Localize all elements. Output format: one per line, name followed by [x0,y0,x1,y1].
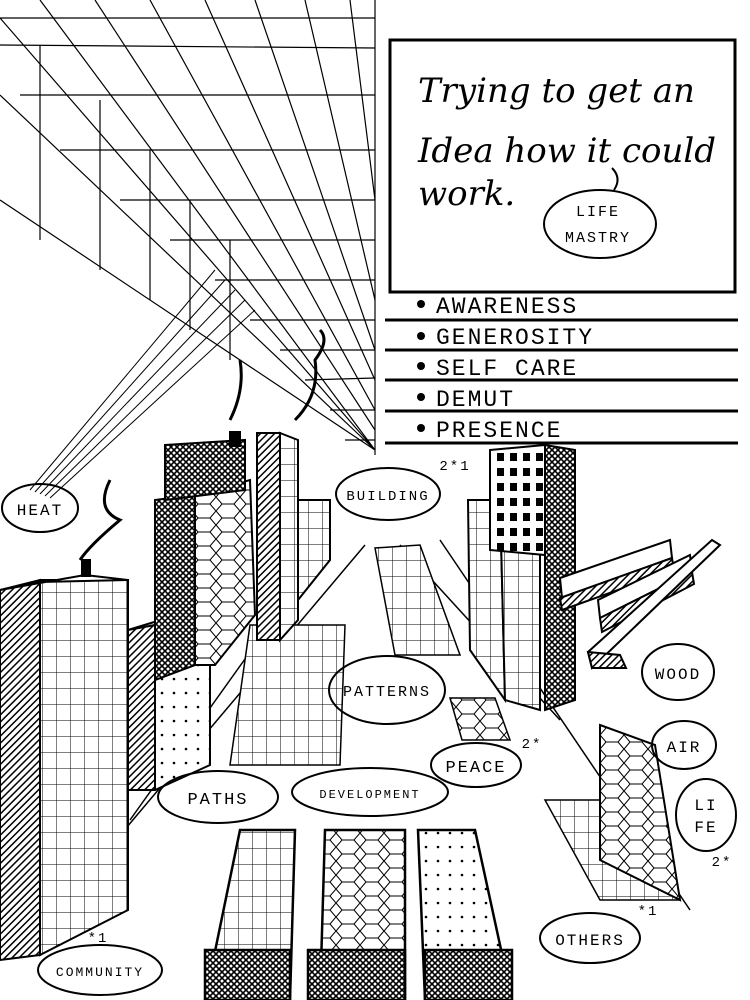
label-patterns: PATTERNS [343,684,431,701]
foreground-blocks [203,828,514,1000]
label-peace-mark: 2* [522,737,543,753]
right-buildings [466,443,722,902]
label-building-mark: 2*1 [439,459,470,475]
label-community: COMMUNITY [56,965,144,980]
note-line-2: Idea how it could [417,131,716,171]
list-item: AWARENESS [436,294,578,320]
label-others: OTHERS [555,932,625,950]
note-line-3: work. [418,174,515,214]
label-life-1: LI [694,797,717,815]
annotation-labels [1,467,737,996]
list-item: SELF CARE [436,356,578,382]
values-list: AWARENESS GENEROSITY SELF CARE DEMUT PRE… [385,294,738,445]
heat-rays [29,269,256,499]
label-peace: PEACE [445,759,506,778]
perspective-ceiling-grid [0,0,376,455]
label-others-mark: *1 [638,904,659,920]
note-line-1: Trying to get an [418,71,695,111]
label-development: DEVELOPMENT [319,788,420,802]
note-box: Trying to get an Idea how it could work.… [388,38,737,294]
label-wood: WOOD [655,666,701,684]
list-item: DEMUT [436,387,515,413]
list-item: PRESENCE [436,418,562,444]
label-air: AIR [667,739,702,757]
label-life-mark: 2* [712,855,733,871]
label-heat: HEAT [17,502,63,520]
life-mastery-badge-line-2: MASTRY [565,230,631,247]
list-item: GENEROSITY [436,325,594,351]
left-buildings [0,328,331,962]
label-community-mark: *1 [88,931,109,947]
label-building: BUILDING [346,489,429,505]
life-mastery-badge-line-1: LIFE [576,204,620,221]
label-paths: PATHS [187,791,248,810]
label-life-2: FE [694,819,717,837]
